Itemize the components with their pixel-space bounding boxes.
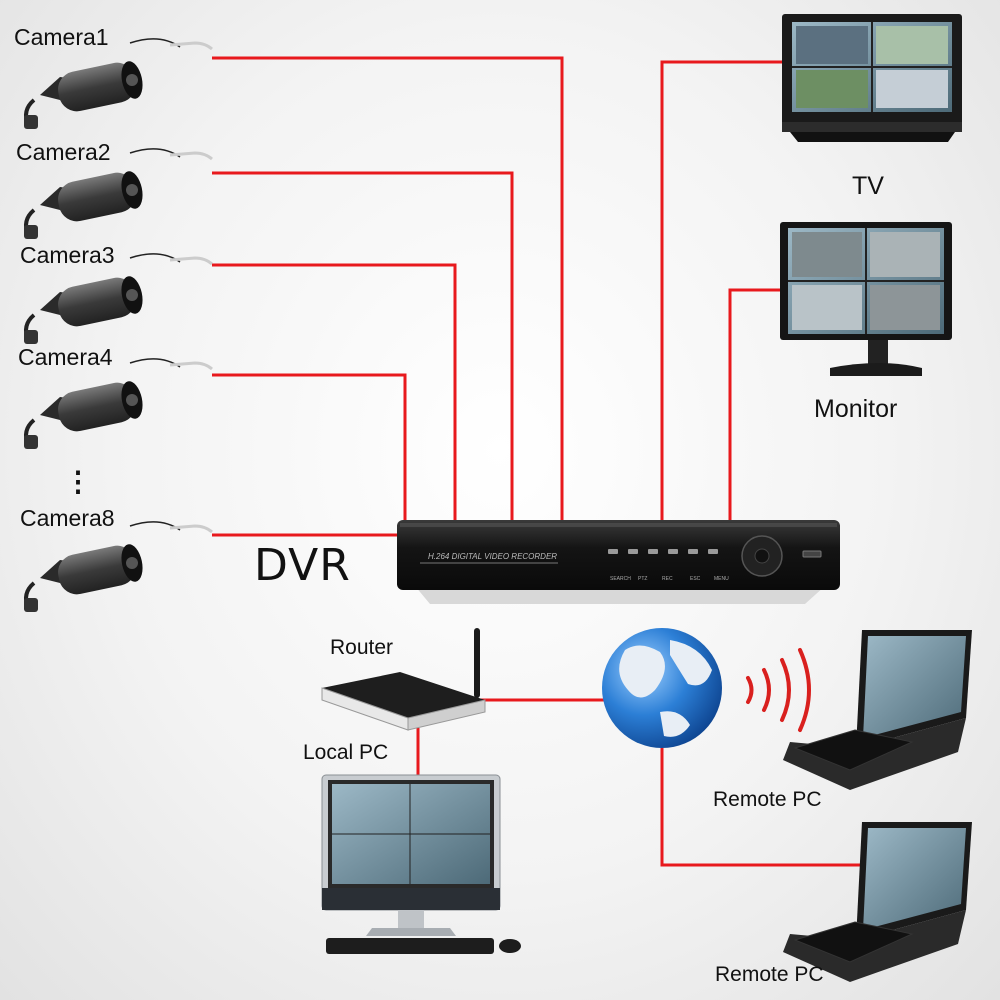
camera-8 <box>24 521 213 612</box>
keyboard-icon <box>326 938 494 954</box>
cables <box>212 56 860 867</box>
monitor-label: Monitor <box>814 395 898 423</box>
router-device <box>321 628 486 731</box>
local-pc-device <box>321 774 521 954</box>
remote-pc-1-device <box>783 630 972 790</box>
dvr-buttons <box>608 549 718 554</box>
remote-pc-label-2: Remote PC <box>715 963 824 986</box>
dvr-button-labels: SEARCH PTZ REC ESC MENU <box>610 576 729 582</box>
dvr-btn-ptz: PTZ <box>638 576 647 582</box>
usb-port-icon <box>802 550 822 558</box>
cable-globe-remote2 <box>660 748 860 867</box>
dvr-btn-rec: REC <box>662 576 673 582</box>
camera-label-4: Camera4 <box>18 344 113 370</box>
camera-label-2: Camera2 <box>16 139 111 165</box>
monitor-device <box>780 222 952 376</box>
internet-globe-icon <box>602 628 722 748</box>
camera-1 <box>24 38 213 129</box>
tv-device <box>782 14 962 142</box>
camera-label-8: Camera8 <box>20 505 115 531</box>
dvr-label: DVR <box>254 540 351 591</box>
camera-icon <box>24 276 143 344</box>
tv-label: TV <box>852 172 884 200</box>
cable-camera2 <box>212 171 514 520</box>
local-pc-label: Local PC <box>303 741 389 764</box>
camera-2 <box>24 148 213 239</box>
dvr-btn-esc: ESC <box>690 576 701 582</box>
camera-label-1: Camera1 <box>14 24 109 50</box>
camera-ellipsis: ⋮ <box>64 466 92 497</box>
cable-camera3 <box>212 263 457 520</box>
wireless-signal-icon <box>746 648 811 732</box>
remote-pc-2-device <box>783 822 972 982</box>
camera-4 <box>24 358 213 449</box>
camera-3 <box>24 253 213 344</box>
dvr-front-text: H.264 DIGITAL VIDEO RECORDER <box>428 552 557 561</box>
camera-icon <box>24 171 143 239</box>
antenna-icon <box>474 628 480 698</box>
mouse-icon <box>499 939 521 953</box>
dvr-btn-search: SEARCH <box>610 576 631 582</box>
dvr-device: H.264 DIGITAL VIDEO RECORDER SEARCH PTZ … <box>397 520 840 604</box>
camera-icon <box>24 61 143 129</box>
cable-monitor <box>728 288 795 520</box>
cable-tv <box>660 60 790 520</box>
dvr-btn-menu: MENU <box>714 576 729 582</box>
camera-icon <box>24 381 143 449</box>
remote-pc-label-1: Remote PC <box>713 788 822 811</box>
camera-label-3: Camera3 <box>20 242 115 268</box>
router-label: Router <box>330 636 394 659</box>
cable-camera1 <box>212 56 564 520</box>
camera-icon <box>24 544 143 612</box>
cable-camera4 <box>212 373 407 520</box>
